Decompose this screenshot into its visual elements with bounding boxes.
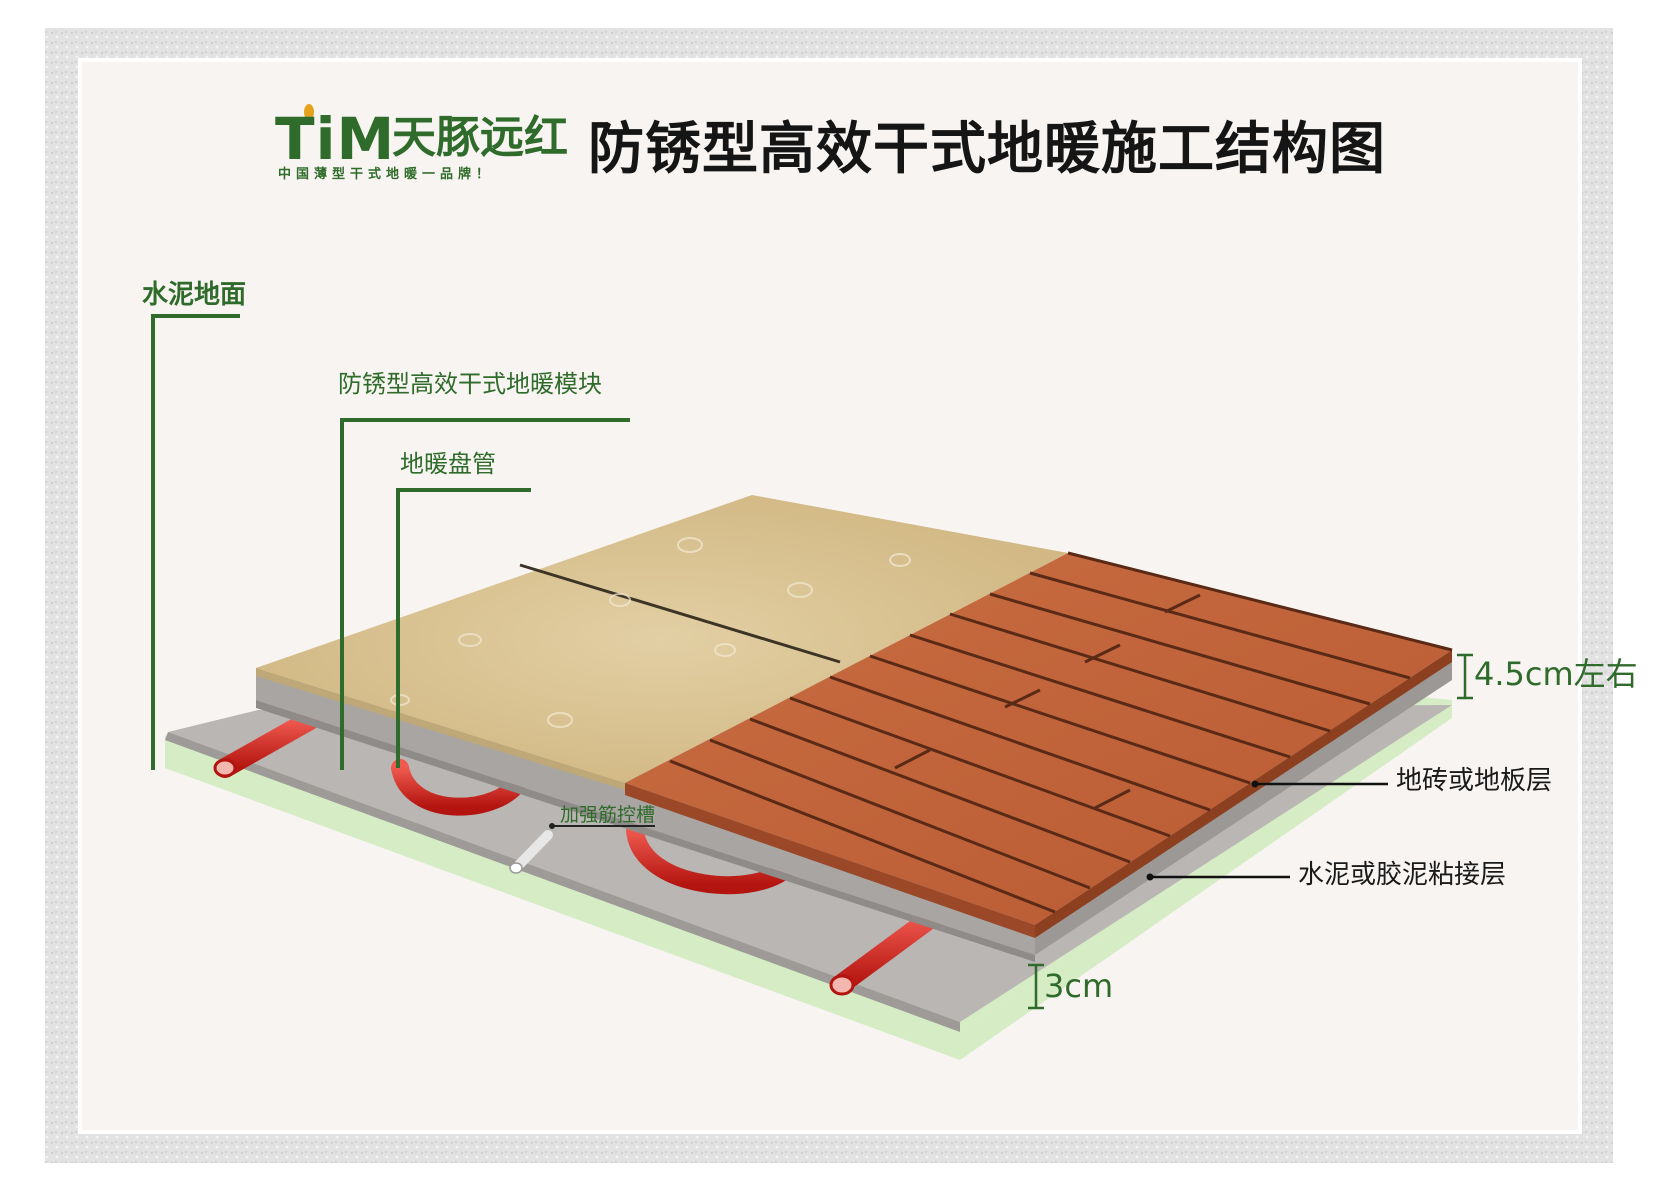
logo-brand-en: TiM — [275, 105, 396, 173]
label-heating-coil: 地暖盘管 — [400, 450, 496, 478]
ground-base — [165, 700, 1452, 1060]
label-adhesive-layer: 水泥或胶泥粘接层 — [1298, 860, 1507, 890]
label-heating-module: 防锈型高效干式地暖模块 — [338, 370, 602, 398]
logo-brand-cn: 天豚远红 — [392, 112, 568, 163]
label-tile-or-floor-layer: 地砖或地板层 — [1396, 766, 1553, 796]
label-rib-groove: 加强筋控槽 — [560, 804, 656, 826]
wood-top — [625, 553, 1452, 925]
dim-3 — [1028, 963, 1044, 1010]
page-title: 防锈型高效干式地暖施工结构图 — [588, 117, 1386, 182]
module-shadow — [165, 732, 960, 1032]
adhesive-layer-front — [256, 700, 1035, 962]
tile-seam — [519, 563, 841, 664]
label-thickness-total: 4.5cm左右 — [1474, 655, 1638, 693]
leader-lines — [151, 314, 630, 770]
adhesive-layer-side — [256, 668, 1035, 955]
tile-top — [256, 495, 1068, 783]
wood-planks — [669, 551, 1453, 914]
tile-side — [256, 668, 625, 790]
label-thickness-module: 3cm — [1044, 967, 1114, 1005]
tile-texture — [390, 537, 911, 728]
logo-slogan: 中国薄型干式地暖一品牌！ — [278, 167, 495, 182]
label-cement-ground: 水泥地面 — [142, 280, 247, 310]
wood-side — [625, 783, 1035, 938]
right-leaders — [1150, 782, 1388, 879]
dim-45 — [1457, 653, 1473, 700]
rib-groove-rod — [511, 830, 553, 873]
logo-flame-icon — [304, 104, 314, 120]
wood-side-right — [1035, 650, 1452, 938]
